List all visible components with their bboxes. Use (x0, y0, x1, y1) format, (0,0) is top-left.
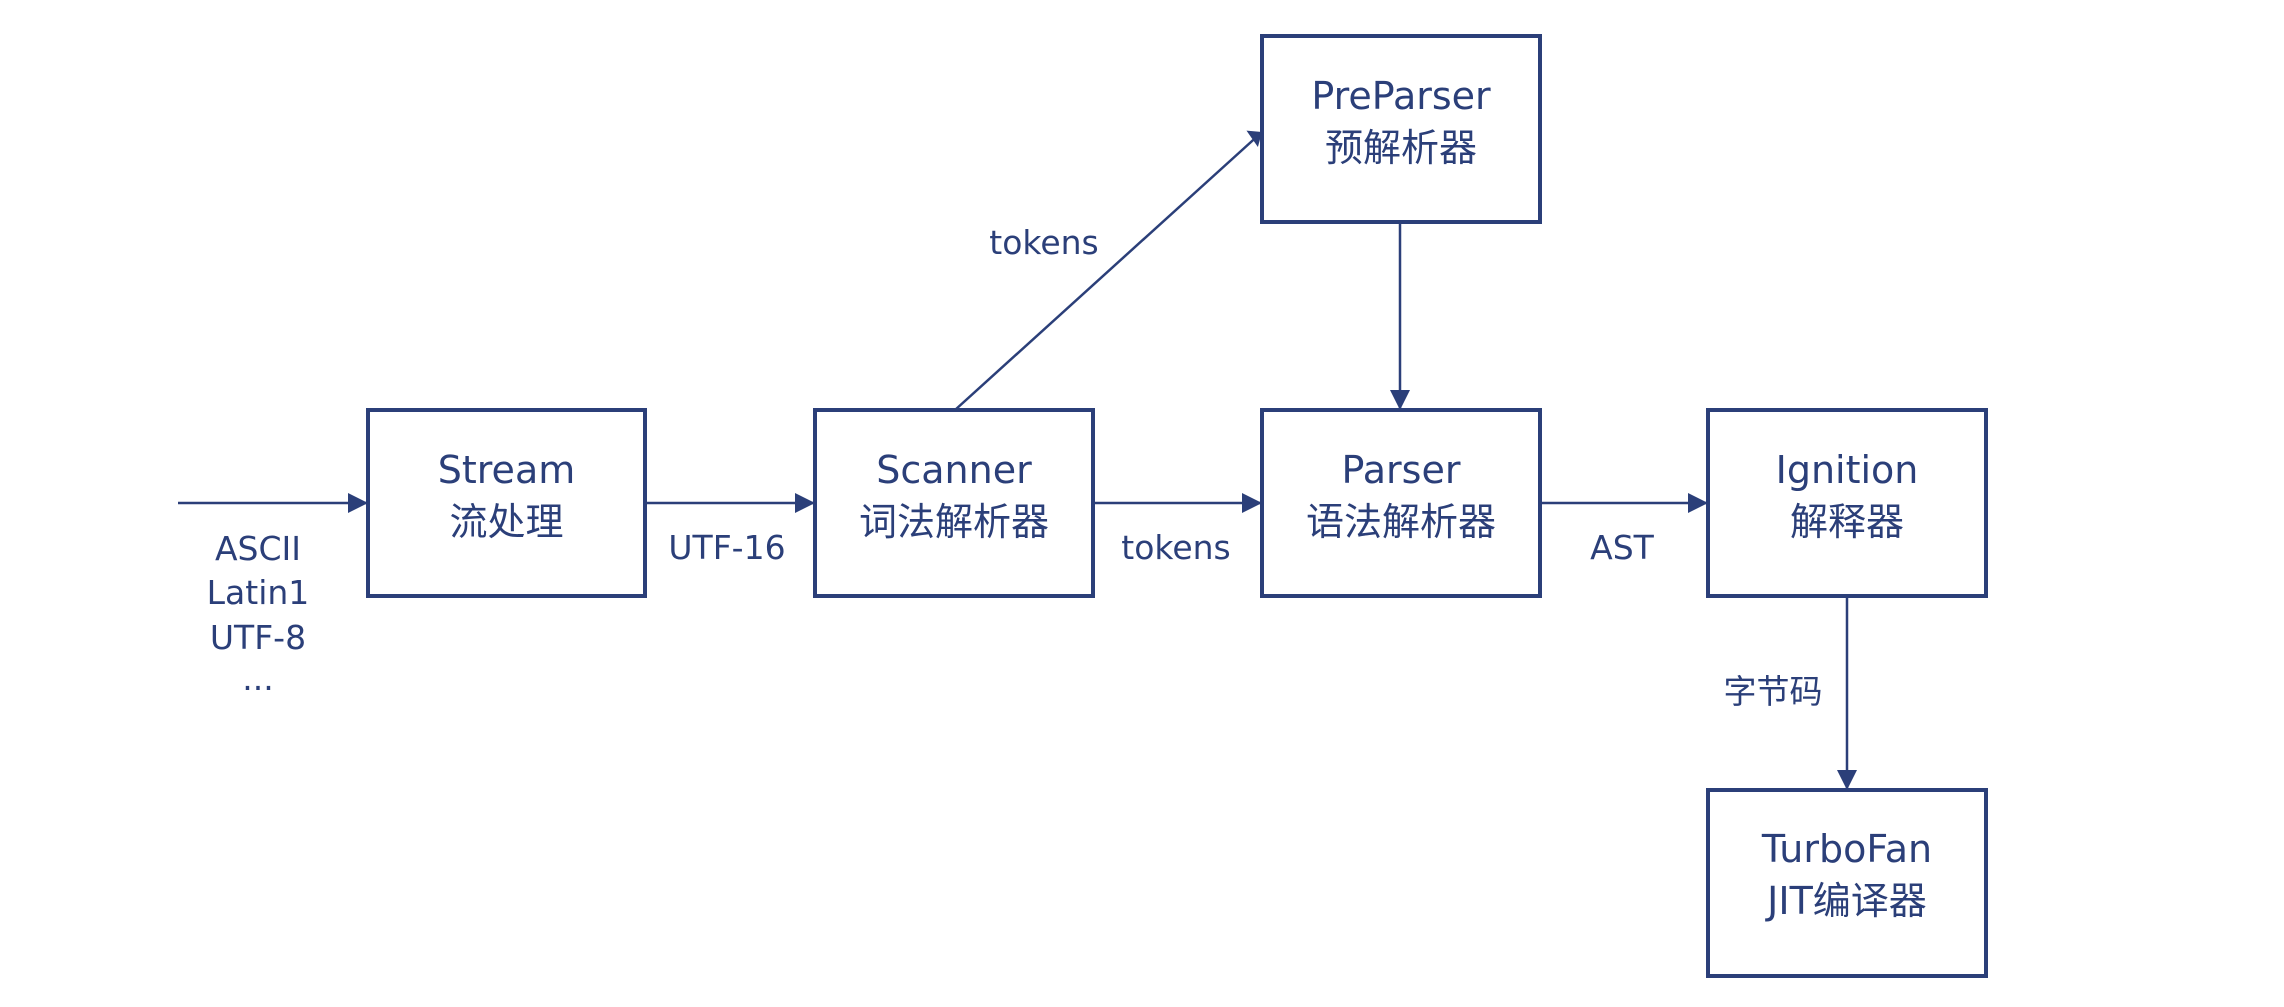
input-label-2: UTF-8 (210, 618, 306, 657)
node-preparser: PreParser 预解析器 (1260, 34, 1542, 224)
node-scanner-title: Scanner (876, 448, 1032, 492)
node-preparser-title: PreParser (1311, 74, 1491, 118)
arrowhead-scanner-to-preparser (1246, 130, 1262, 147)
node-parser-title: Parser (1342, 448, 1461, 492)
input-label-1: Latin1 (207, 573, 310, 612)
node-preparser-subtitle: 预解析器 (1325, 126, 1477, 170)
node-ignition-title: Ignition (1776, 448, 1919, 492)
node-stream-title: Stream (438, 448, 576, 492)
node-scanner: Scanner 词法解析器 (813, 408, 1095, 598)
node-stream: Stream 流处理 (366, 408, 647, 598)
edge-labels: ASCII Latin1 UTF-8 ... UTF-16 tokens tok… (207, 223, 1823, 711)
node-scanner-subtitle: 词法解析器 (859, 500, 1049, 544)
arrowhead-preparser-to-parser (1390, 390, 1410, 410)
node-parser: Parser 语法解析器 (1260, 408, 1542, 598)
node-turbofan: TurboFan JIT编译器 (1706, 788, 1988, 978)
ignition-turbofan-label: 字节码 (1724, 672, 1823, 711)
scanner-preparser-label: tokens (989, 223, 1098, 262)
node-parser-subtitle: 语法解析器 (1306, 500, 1496, 544)
node-turbofan-subtitle: JIT编译器 (1765, 879, 1927, 923)
edges (178, 130, 1857, 790)
node-ignition: Ignition 解释器 (1706, 408, 1988, 598)
input-label-0: ASCII (215, 529, 301, 568)
node-ignition-subtitle: 解释器 (1790, 500, 1904, 544)
scanner-parser-label: tokens (1121, 528, 1230, 567)
input-label-3: ... (242, 659, 273, 698)
arrowhead-ignition-to-turbofan (1837, 770, 1857, 790)
arrowhead-scanner-to-parser (1242, 493, 1262, 513)
node-turbofan-title: TurboFan (1761, 827, 1932, 871)
parser-ignition-label: AST (1590, 528, 1655, 567)
edge-scanner-to-preparser (954, 131, 1263, 411)
node-stream-subtitle: 流处理 (449, 500, 563, 544)
arrowhead-parser-to-ignition (1688, 493, 1708, 513)
stream-scanner-label: UTF-16 (668, 528, 785, 567)
arrowhead-stream-to-scanner (795, 493, 815, 513)
arrowhead-input-to-stream (348, 493, 368, 513)
